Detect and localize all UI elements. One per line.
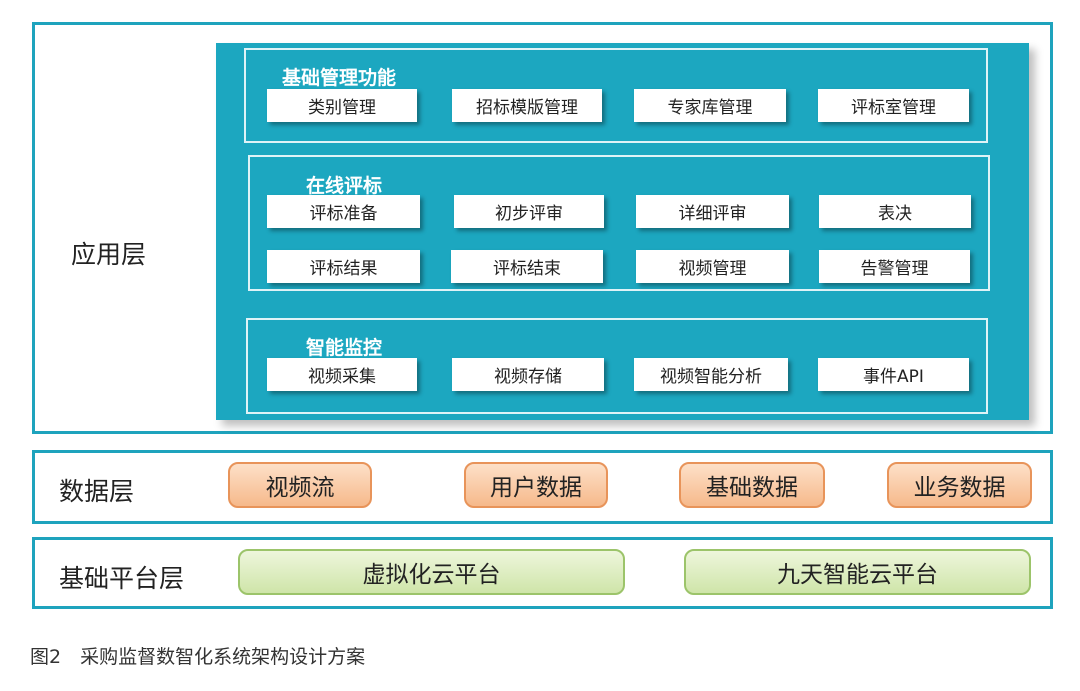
- module-evaluation-end: 评标结束: [451, 250, 603, 283]
- module-evaluation-room-management: 评标室管理: [818, 89, 969, 122]
- module-detailed-review: 详细评审: [636, 195, 789, 228]
- module-video-management: 视频管理: [636, 250, 789, 283]
- group-online-evaluation-title: 在线评标: [306, 175, 383, 197]
- module-event-api: 事件API: [818, 358, 969, 391]
- application-layer-label: 应用层: [71, 240, 147, 269]
- figure-caption: 图2 采购监督数智化系统架构设计方案: [30, 646, 366, 668]
- data-user-data: 用户数据: [464, 462, 608, 508]
- data-business-data: 业务数据: [887, 462, 1032, 508]
- module-alarm-management: 告警管理: [819, 250, 970, 283]
- group-intelligent-monitoring-title: 智能监控: [306, 337, 383, 359]
- module-video-capture: 视频采集: [267, 358, 417, 391]
- group-intelligent-monitoring: [246, 318, 988, 414]
- module-evaluation-preparation: 评标准备: [267, 195, 420, 228]
- group-online-evaluation: [248, 155, 990, 291]
- module-category-management: 类别管理: [267, 89, 417, 122]
- base-platform-layer-label: 基础平台层: [59, 564, 185, 593]
- group-basic-management-title: 基础管理功能: [282, 67, 397, 89]
- data-basic-data: 基础数据: [679, 462, 825, 508]
- module-tender-template-management: 招标模版管理: [452, 89, 602, 122]
- data-video-stream: 视频流: [228, 462, 372, 508]
- module-expert-library-management: 专家库管理: [634, 89, 786, 122]
- data-layer-label: 数据层: [59, 477, 135, 506]
- platform-virtualization-cloud: 虚拟化云平台: [238, 549, 625, 595]
- module-evaluation-result: 评标结果: [267, 250, 420, 283]
- application-panel: 基础管理功能 类别管理 招标模版管理 专家库管理 评标室管理 在线评标 评标准备…: [216, 43, 1029, 420]
- module-video-intelligent-analysis: 视频智能分析: [634, 358, 788, 391]
- module-vote: 表决: [819, 195, 971, 228]
- module-video-storage: 视频存储: [452, 358, 604, 391]
- group-basic-management: [244, 48, 988, 143]
- platform-jiutian-intelligent-cloud: 九天智能云平台: [684, 549, 1031, 595]
- module-preliminary-review: 初步评审: [454, 195, 604, 228]
